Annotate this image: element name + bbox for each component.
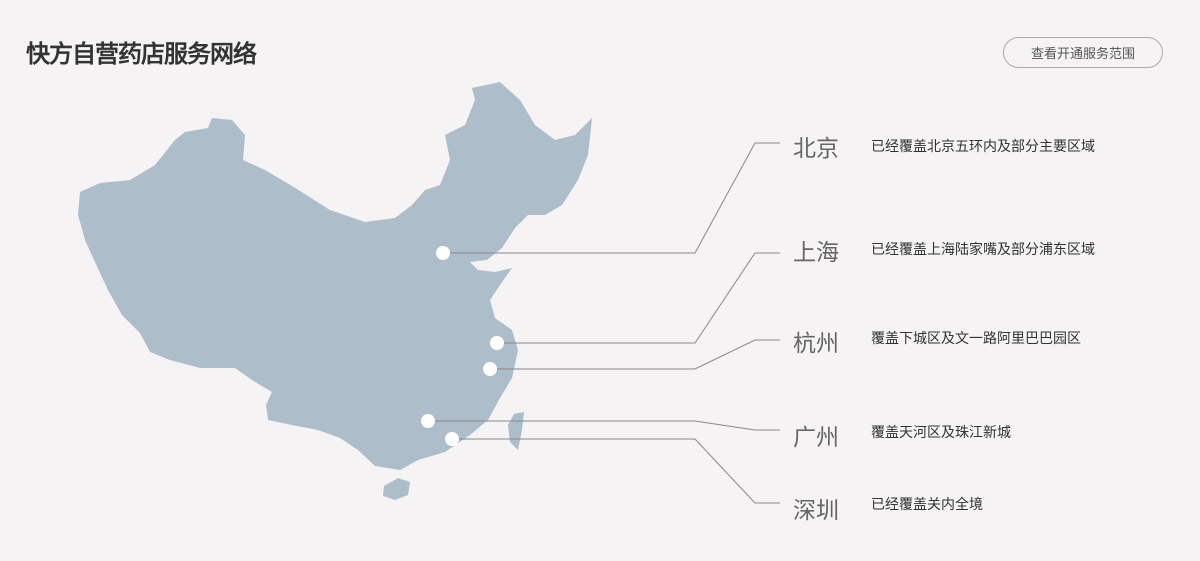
city-desc-hangzhou: 覆盖下城区及文一路阿里巴巴园区 xyxy=(871,331,1081,347)
hangzhou-marker[interactable] xyxy=(483,362,497,376)
beijing-connector-line xyxy=(443,142,780,254)
city-desc-shenzhen: 已经覆盖关内全境 xyxy=(871,497,983,513)
city-label-shanghai: 上海 xyxy=(793,240,839,266)
beijing-marker[interactable] xyxy=(436,246,450,260)
city-desc-shanghai: 已经覆盖上海陆家嘴及部分浦东区域 xyxy=(871,242,1095,258)
china-mainland xyxy=(78,82,592,470)
shenzhen-connector-line xyxy=(452,438,780,504)
city-label-guangzhou: 广州 xyxy=(793,425,839,451)
guangzhou-connector-line xyxy=(428,420,780,431)
shenzhen-marker[interactable] xyxy=(445,432,459,446)
page-title: 快方自营药店服务网络 xyxy=(26,40,257,68)
hangzhou-connector-line xyxy=(490,339,780,370)
taiwan-island xyxy=(508,412,524,450)
hainan-island xyxy=(383,478,410,500)
shanghai-connector-line xyxy=(497,252,780,344)
shanghai-marker[interactable] xyxy=(490,336,504,350)
view-service-scope-button[interactable]: 查看开通服务范围 xyxy=(1003,37,1163,68)
city-label-beijing: 北京 xyxy=(793,136,839,162)
city-label-shenzhen: 深圳 xyxy=(793,498,839,524)
city-desc-guangzhou: 覆盖天河区及珠江新城 xyxy=(871,425,1011,441)
guangzhou-marker[interactable] xyxy=(421,414,435,428)
city-desc-beijing: 已经覆盖北京五环内及部分主要区域 xyxy=(871,139,1095,155)
city-label-hangzhou: 杭州 xyxy=(793,331,839,357)
